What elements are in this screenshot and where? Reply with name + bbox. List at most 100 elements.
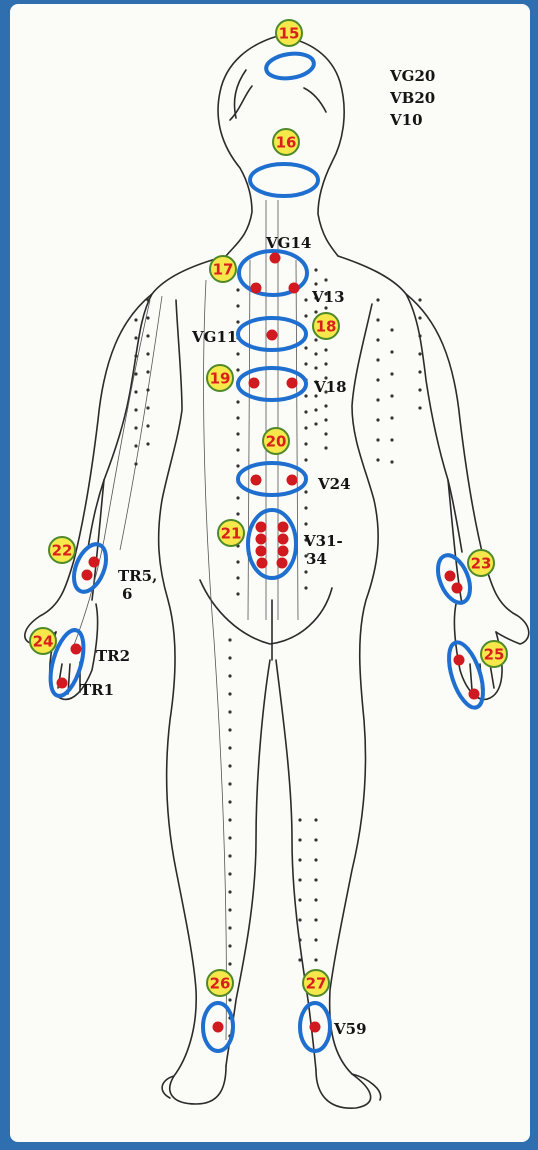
meridian-dot bbox=[146, 298, 149, 301]
meridian-dot bbox=[146, 424, 149, 427]
meridian-dot bbox=[298, 958, 301, 961]
point-v24-right bbox=[287, 475, 298, 486]
meridian-dot bbox=[228, 908, 231, 911]
label-v31: V31- bbox=[303, 532, 343, 550]
badge-17-number: 17 bbox=[213, 261, 234, 279]
label-tr6: 6 bbox=[122, 585, 132, 603]
point-tr5 bbox=[89, 557, 100, 568]
meridian-dot bbox=[228, 854, 231, 857]
meridian-dot bbox=[304, 458, 307, 461]
meridian-dot bbox=[418, 298, 421, 301]
meridian-dot bbox=[228, 674, 231, 677]
meridian-dot bbox=[134, 372, 137, 375]
badge-21: 21 bbox=[218, 520, 244, 546]
meridian-dot bbox=[376, 358, 379, 361]
meridian-dot bbox=[146, 334, 149, 337]
badge-19: 19 bbox=[207, 365, 233, 391]
badge-25-number: 25 bbox=[484, 646, 505, 664]
badge-26: 26 bbox=[207, 970, 233, 996]
meridian-dot bbox=[418, 370, 421, 373]
point-v32-r bbox=[278, 534, 289, 545]
meridian-dot bbox=[304, 426, 307, 429]
point-26 bbox=[213, 1022, 224, 1033]
label-vg11: VG11 bbox=[191, 328, 237, 346]
meridian-dot bbox=[304, 522, 307, 525]
badge-16-number: 16 bbox=[276, 134, 297, 152]
point-v13-left bbox=[251, 283, 262, 294]
point-tr2 bbox=[71, 644, 82, 655]
meridian-dot bbox=[376, 398, 379, 401]
meridian-dot bbox=[228, 728, 231, 731]
meridian-dot bbox=[376, 438, 379, 441]
meridian-dot bbox=[236, 592, 239, 595]
meridian-dot bbox=[134, 336, 137, 339]
badge-18-number: 18 bbox=[316, 318, 337, 336]
meridian-dot bbox=[304, 394, 307, 397]
meridian-dot bbox=[298, 938, 301, 941]
meridian-dot bbox=[134, 354, 137, 357]
meridian-dot bbox=[228, 782, 231, 785]
badge-17: 17 bbox=[210, 256, 236, 282]
badge-15-number: 15 bbox=[279, 25, 300, 43]
meridian-dot bbox=[134, 462, 137, 465]
meridian-dot bbox=[298, 858, 301, 861]
meridian-dot bbox=[134, 426, 137, 429]
meridian-dot bbox=[236, 432, 239, 435]
badge-20-number: 20 bbox=[266, 433, 287, 451]
meridian-dot bbox=[228, 800, 231, 803]
meridian-dot bbox=[418, 406, 421, 409]
meridian-dot bbox=[314, 338, 317, 341]
meridian-dot bbox=[376, 318, 379, 321]
meridian-dot bbox=[236, 512, 239, 515]
meridian-dot bbox=[228, 818, 231, 821]
meridian-dot bbox=[134, 318, 137, 321]
meridian-dot bbox=[228, 944, 231, 947]
meridian-dot bbox=[390, 416, 393, 419]
meridian-dot bbox=[390, 328, 393, 331]
point-tr1 bbox=[57, 678, 68, 689]
meridian-dot bbox=[314, 918, 317, 921]
meridian-dot bbox=[314, 818, 317, 821]
point-v59 bbox=[310, 1022, 321, 1033]
point-v31-r1 bbox=[278, 522, 289, 533]
meridian-dot bbox=[376, 338, 379, 341]
meridian-dot bbox=[228, 710, 231, 713]
meridian-dot bbox=[314, 366, 317, 369]
point-23b bbox=[452, 583, 463, 594]
meridian-dot bbox=[418, 352, 421, 355]
meridian-dot bbox=[314, 422, 317, 425]
badge-19-number: 19 bbox=[210, 370, 231, 388]
meridian-dot bbox=[304, 570, 307, 573]
badge-25: 25 bbox=[481, 641, 507, 667]
label-tr2: TR2 bbox=[96, 647, 130, 665]
meridian-dot bbox=[314, 898, 317, 901]
meridian-dot bbox=[304, 442, 307, 445]
badge-23-number: 23 bbox=[471, 555, 492, 573]
meridian-dot bbox=[324, 278, 327, 281]
point-v34-l bbox=[257, 558, 268, 569]
point-v13-right bbox=[289, 283, 300, 294]
meridian-dot bbox=[236, 464, 239, 467]
meridian-dot bbox=[324, 432, 327, 435]
meridian-dot bbox=[228, 656, 231, 659]
meridian-dot bbox=[314, 938, 317, 941]
meridian-dot bbox=[390, 394, 393, 397]
point-v24-left bbox=[251, 475, 262, 486]
meridian-dot bbox=[236, 352, 239, 355]
meridian-dot bbox=[390, 372, 393, 375]
meridian-dot bbox=[236, 368, 239, 371]
meridian-dot bbox=[298, 878, 301, 881]
point-v33-l bbox=[256, 546, 267, 557]
meridian-dot bbox=[146, 406, 149, 409]
meridian-dot bbox=[304, 346, 307, 349]
meridian-dot bbox=[418, 388, 421, 391]
point-25a bbox=[454, 655, 465, 666]
point-vg11 bbox=[267, 330, 278, 341]
label-v34: 34 bbox=[306, 550, 327, 568]
label-v10: V10 bbox=[389, 111, 423, 129]
badge-21-number: 21 bbox=[221, 525, 242, 543]
meridian-dot bbox=[228, 872, 231, 875]
meridian-dot bbox=[376, 418, 379, 421]
meridian-dot bbox=[146, 442, 149, 445]
